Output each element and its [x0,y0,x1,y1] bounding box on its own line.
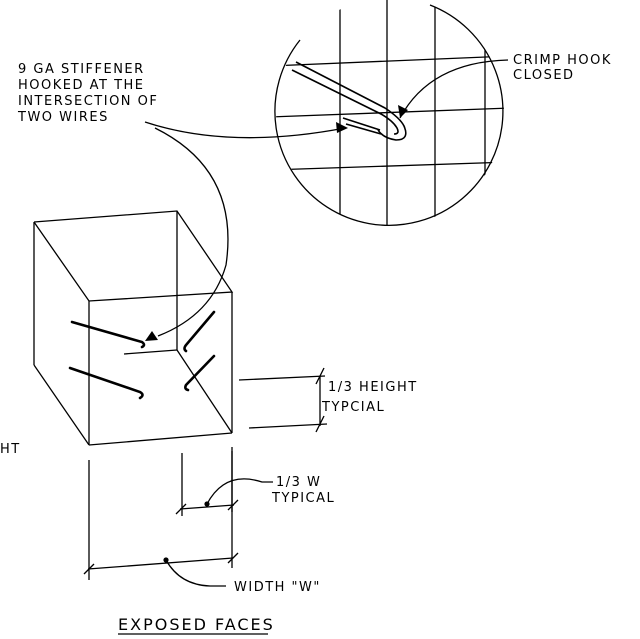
diagram-title: EXPOSED FACES [118,615,275,634]
detail-circle-outline [274,4,504,226]
height-note-line: 1/3 HEIGHT [328,380,418,395]
crimp-leader-arrow [398,105,408,118]
third-width-note: 1/3 W TYPICAL [271,475,335,506]
third-width-note-line: TYPICAL [271,491,335,506]
height-note: 1/3 HEIGHT TYPCIAL [321,380,423,415]
crimp-note: CRIMP HOOK CLOSED [513,53,618,83]
crimp-note-line: CLOSED [513,68,575,83]
left-partial-label: HT [0,442,21,457]
stiffener-note-line: HOOKED AT THE [18,78,145,93]
width-note: WIDTH "W" [234,580,321,595]
stiffener-left-lower [68,366,144,400]
height-dimension [238,367,328,433]
crimp-hook-end [345,123,382,135]
stiffener-to-detail-leader [144,121,346,139]
third-width-leader [206,478,273,505]
box-edge-bottom-front [88,432,233,446]
crimp-hook-wire [291,61,407,141]
box-inner-diagonal [176,349,233,434]
height-note-line: TYPCIAL [321,400,385,415]
stiffener-note-line: TWO WIRES [17,110,109,125]
detail-leader-arrow [336,122,348,133]
stiffener-left-upper [70,320,146,349]
crimp-leader [399,59,509,119]
third-width-note-line: 1/3 W [276,475,321,490]
stiffeners [68,310,216,400]
stiffener-right-lower [184,354,216,392]
stiffener-note-line: 9 GA STIFFENER [18,62,145,77]
box-inner-horizontal [123,349,178,355]
stiffener-note: 9 GA STIFFENER HOOKED AT THE INTERSECTIO… [17,62,164,125]
leader-lines [144,59,509,341]
width-dimension [83,447,239,587]
iso-box [33,210,234,446]
box-top [33,210,234,302]
stiffener-note-line: INTERSECTION OF [18,94,158,109]
stiffener-leader-arrow [145,331,158,341]
box-edge-bottom-left [33,364,90,446]
stiffener-to-box-leader [154,127,229,337]
stiffener-right-upper [183,310,216,353]
crimp-note-line: CRIMP HOOK [513,53,612,68]
crimp-hook-detail [274,0,504,226]
width-leader [165,559,226,587]
third-width-dimension [175,451,273,516]
